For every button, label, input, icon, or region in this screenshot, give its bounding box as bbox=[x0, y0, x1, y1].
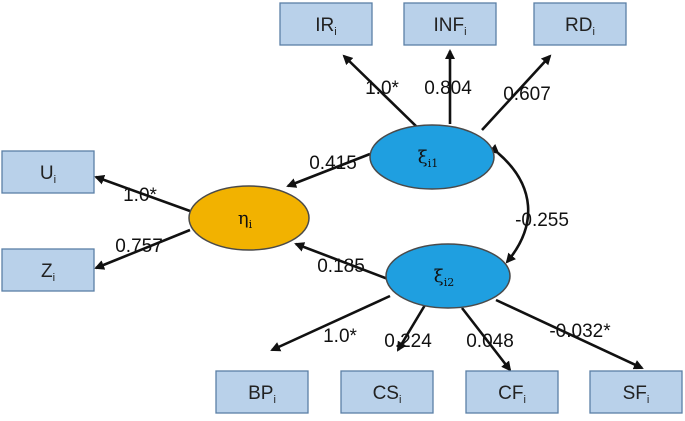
indicator-box-z: Zi bbox=[1, 248, 95, 292]
edge-xi2-cf bbox=[460, 307, 512, 372]
svg-text:CFi: CFi bbox=[498, 383, 526, 406]
indicator-ir-subscript: i bbox=[334, 26, 336, 38]
svg-text:CSi: CSi bbox=[373, 383, 402, 406]
indicator-box-inf: INFi bbox=[403, 2, 497, 46]
svg-text:INFi: INFi bbox=[433, 15, 466, 38]
svg-text:SFi: SFi bbox=[623, 383, 650, 406]
indicator-cs-subscript: i bbox=[399, 394, 401, 406]
indicator-bp-subscript: i bbox=[273, 394, 275, 406]
coef-xi2-cs: 0.224 bbox=[384, 331, 432, 352]
coef-xi1-eta: 0.415 bbox=[309, 153, 357, 174]
indicator-bp-label: BP bbox=[248, 383, 273, 404]
indicator-inf-label: INF bbox=[433, 15, 464, 36]
latent-xi1-subscript: i1 bbox=[428, 157, 439, 170]
coef-xi1-ir: 1.0* bbox=[365, 78, 399, 99]
edge-eta-u bbox=[94, 175, 191, 213]
latent-xi2: ξi2 bbox=[385, 243, 511, 309]
indicator-box-sf: SFi bbox=[589, 370, 683, 414]
svg-text:ηi: ηi bbox=[238, 208, 253, 231]
edge-xi1-rd bbox=[481, 54, 552, 131]
latent-xi2-ellipse bbox=[385, 243, 511, 309]
edge-xi2-cs bbox=[396, 304, 427, 352]
indicator-inf-subscript: i bbox=[464, 26, 466, 38]
svg-text:ξi1: ξi1 bbox=[418, 147, 438, 170]
edge-xi2-sf bbox=[495, 298, 644, 370]
indicator-cs-label: CS bbox=[373, 383, 399, 404]
edge-xi1-ir bbox=[342, 54, 419, 129]
latent-eta: ηi bbox=[188, 185, 310, 251]
indicator-box-bp: BPi bbox=[215, 370, 309, 414]
latent-xi1: ξi1 bbox=[369, 124, 495, 190]
svg-text:BPi: BPi bbox=[248, 383, 276, 406]
latent-xi2-subscript: i2 bbox=[444, 276, 455, 289]
coef-xi2-cf: 0.048 bbox=[466, 331, 514, 352]
coef-xi2-eta: 0.185 bbox=[317, 256, 365, 277]
indicator-box-u: Ui bbox=[1, 150, 95, 194]
coef-xi2-sf: -0.032* bbox=[549, 321, 611, 342]
latent-xi2-symbol: ξ bbox=[434, 266, 444, 287]
coef-eta-u: 1.0* bbox=[123, 185, 157, 206]
indicator-sf-subscript: i bbox=[647, 394, 649, 406]
latent-xi1-ellipse bbox=[369, 124, 495, 190]
coef-xi1-xi2: -0.255 bbox=[515, 210, 569, 231]
indicator-cf-subscript: i bbox=[523, 394, 525, 406]
svg-text:Ui: Ui bbox=[40, 163, 56, 186]
indicator-cf-label: CF bbox=[498, 383, 523, 404]
indicator-u-subscript: i bbox=[54, 174, 56, 186]
svg-text:ξi2: ξi2 bbox=[434, 266, 454, 289]
indicator-box-cf: CFi bbox=[465, 370, 559, 414]
indicator-ir-label: IR bbox=[315, 15, 334, 36]
edge-xi2-eta bbox=[294, 242, 389, 281]
latent-xi1-symbol: ξ bbox=[418, 147, 428, 168]
svg-text:Zi: Zi bbox=[41, 261, 55, 284]
edge-xi1-xi2-covariance bbox=[488, 143, 530, 264]
coef-xi2-bp: 1.0* bbox=[323, 326, 357, 347]
svg-text:RDi: RDi bbox=[565, 15, 595, 38]
indicator-box-rd: RDi bbox=[533, 2, 627, 46]
indicator-z-subscript: i bbox=[53, 272, 55, 284]
latent-eta-ellipse bbox=[188, 185, 310, 251]
indicator-box-ir: IRi bbox=[279, 2, 373, 46]
latent-eta-subscript: i bbox=[249, 218, 253, 231]
latent-eta-symbol: η bbox=[238, 208, 249, 229]
svg-text:IRi: IRi bbox=[315, 15, 336, 38]
edge-xi2-bp bbox=[270, 294, 391, 352]
indicator-rd-label: RD bbox=[565, 15, 592, 36]
coef-xi1-inf: 0.804 bbox=[424, 78, 472, 99]
indicator-u-label: U bbox=[40, 163, 54, 184]
edge-xi1-eta bbox=[286, 152, 371, 188]
indicator-box-cs: CSi bbox=[340, 370, 434, 414]
edge-eta-z bbox=[94, 228, 191, 270]
coef-eta-z: 0.757 bbox=[115, 236, 163, 257]
indicator-z-label: Z bbox=[41, 261, 53, 282]
indicator-sf-label: SF bbox=[623, 383, 647, 404]
indicator-rd-subscript: i bbox=[593, 26, 595, 38]
coef-xi1-rd: 0.607 bbox=[503, 84, 551, 105]
